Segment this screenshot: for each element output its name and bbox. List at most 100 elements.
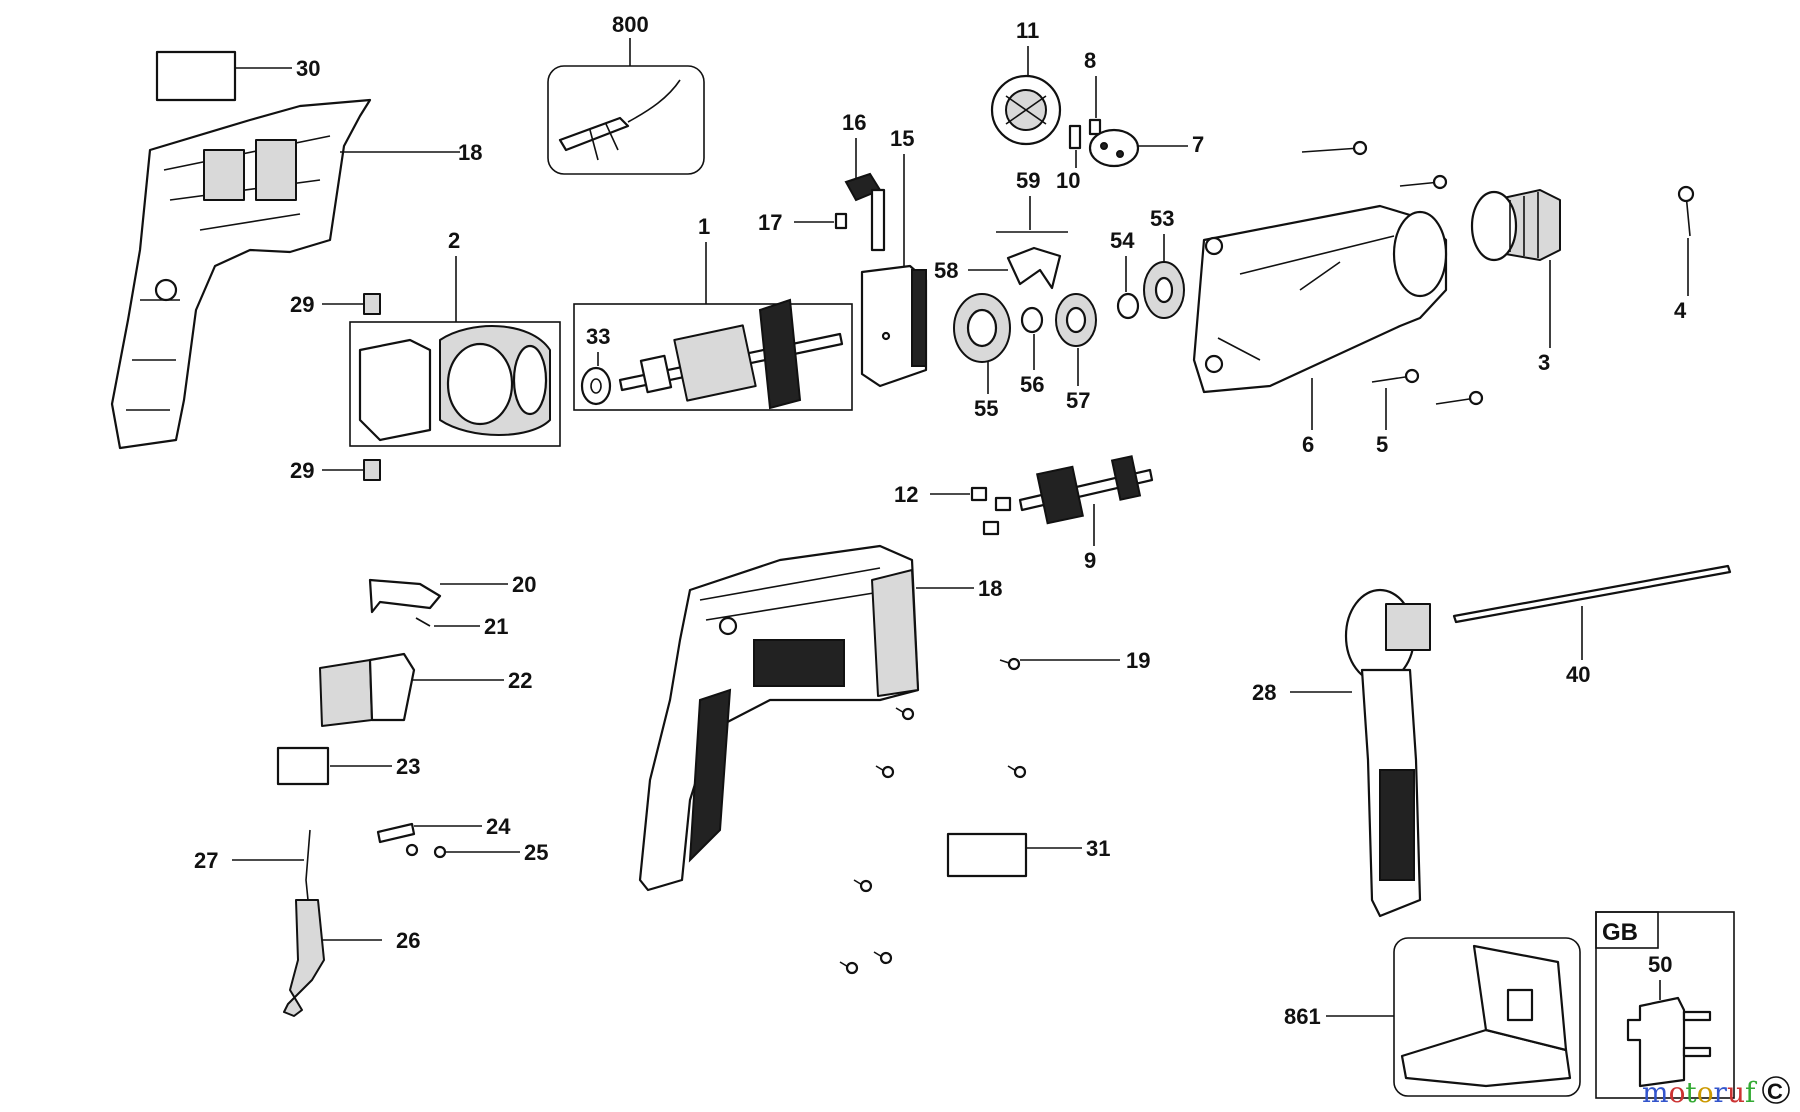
part-25-screws[interactable] (405, 843, 447, 859)
part-23-capacitor[interactable] (276, 746, 330, 786)
part-28-side-handle[interactable] (1344, 588, 1431, 918)
corner-mark-ring (1762, 1076, 1790, 1104)
callout-12: 12 (894, 482, 918, 507)
region-label-gb: GB (1602, 919, 1638, 946)
part-7-hole-b (1116, 150, 1124, 158)
callout-15: 15 (890, 126, 914, 151)
part-31-label[interactable] (946, 832, 1028, 878)
part-9-spindle[interactable] (1018, 455, 1154, 525)
part-57-gear[interactable] (1055, 293, 1097, 347)
part-11-clutch-ring[interactable] (990, 74, 1062, 146)
callout-53: 53 (1150, 206, 1174, 231)
part-17-screw[interactable] (834, 212, 848, 230)
part-29-brush-top[interactable] (363, 293, 381, 315)
part-12-pins[interactable] (970, 486, 1012, 536)
callout-800: 800 (612, 12, 649, 37)
part-24-cord-clamp[interactable] (376, 822, 416, 844)
callout-2: 2 (448, 228, 460, 253)
part-27-cord[interactable] (305, 829, 311, 901)
part-58-clip[interactable] (1006, 246, 1062, 290)
callout-23: 23 (396, 754, 420, 779)
part-10-pin[interactable] (1068, 124, 1082, 150)
callout-11: 11 (1016, 18, 1039, 43)
callout-18-top: 18 (458, 140, 482, 165)
part-29-brush-bottom[interactable] (363, 459, 381, 481)
region-gb-box: GB (1595, 911, 1735, 1099)
callout-54: 54 (1110, 228, 1135, 253)
corner-mark: C (1767, 1079, 1783, 1104)
part-7-hole-a (1100, 142, 1108, 150)
part-800-cable[interactable] (547, 65, 705, 175)
part-1-armature[interactable] (573, 298, 853, 411)
part-53-gear[interactable] (1143, 261, 1185, 319)
callout-19: 19 (1126, 648, 1150, 673)
callout-50: 50 (1648, 952, 1672, 977)
part-30-label[interactable] (155, 50, 237, 102)
part-33-bearing[interactable] (580, 366, 612, 406)
callout-22: 22 (508, 668, 532, 693)
callout-3: 3 (1538, 350, 1550, 375)
callout-58: 58 (934, 258, 958, 283)
callout-29-top: 29 (290, 292, 314, 317)
part-26-cord-sleeve[interactable] (283, 899, 325, 1017)
callout-30: 30 (296, 56, 320, 81)
callout-5: 5 (1376, 432, 1388, 457)
callout-1: 1 (698, 214, 710, 239)
part-2-stator-assembly[interactable] (349, 321, 561, 447)
part-8-pin[interactable] (1088, 118, 1102, 136)
callout-33: 33 (586, 324, 610, 349)
part-20-switch-slider[interactable] (368, 578, 442, 614)
callout-4: 4 (1674, 298, 1687, 323)
callout-55: 55 (974, 396, 998, 421)
part-7-plate[interactable] (1088, 128, 1140, 168)
watermark-letter-2: t (1685, 1076, 1697, 1109)
callout-31: 31 (1086, 836, 1110, 861)
callout-21: 21 (484, 614, 508, 639)
watermark-letter-3: o (1697, 1076, 1714, 1109)
part-861-carry-case[interactable] (1393, 937, 1581, 1097)
part-22-switch[interactable] (319, 652, 416, 727)
callout-27: 27 (194, 848, 218, 873)
part-6-gearbox-housing[interactable] (1192, 204, 1448, 394)
part-15-intermediate-plate[interactable] (860, 264, 928, 388)
callout-24: 24 (486, 814, 511, 839)
part-4-screw-head (1677, 185, 1695, 203)
callout-20: 20 (512, 572, 536, 597)
callout-26: 26 (396, 928, 420, 953)
callout-8: 8 (1084, 48, 1096, 73)
callout-861: 861 (1284, 1004, 1321, 1029)
part-3-chuck[interactable] (1470, 189, 1561, 262)
watermark-letter-1: o (1669, 1076, 1686, 1109)
callout-59: 59 (1016, 168, 1040, 193)
part-50-plug[interactable] (1626, 996, 1712, 1088)
watermark-letter-6: f (1745, 1076, 1758, 1109)
callout-40: 40 (1566, 662, 1590, 687)
callout-9: 9 (1084, 548, 1096, 573)
part-21-spring[interactable] (415, 617, 431, 627)
callout-10: 10 (1056, 168, 1080, 193)
callout-18-drill: 18 (978, 576, 1002, 601)
watermark-logo: motoruf (1642, 1076, 1758, 1109)
watermark-letter-0: m (1642, 1076, 1669, 1109)
callout-29-bottom: 29 (290, 458, 314, 483)
part-40-depth-rod[interactable] (1452, 564, 1732, 624)
part-18-housing-half[interactable] (110, 98, 372, 450)
part-55-gear[interactable] (953, 293, 1011, 363)
callout-16: 16 (842, 110, 866, 135)
part-5-screws[interactable] (1301, 140, 1484, 406)
part-56-spring[interactable] (1020, 306, 1044, 334)
callout-57: 57 (1066, 388, 1090, 413)
part-16-lever[interactable] (844, 172, 886, 252)
callout-6: 6 (1302, 432, 1314, 457)
part-18-drill-assembly[interactable] (638, 544, 920, 892)
part-19-screws[interactable] (839, 657, 1027, 975)
watermark-letter-4: r (1714, 1076, 1728, 1109)
part-33-bearing-hole (590, 378, 602, 394)
part-54-spring[interactable] (1116, 292, 1140, 320)
watermark-letter-5: u (1727, 1076, 1745, 1109)
callout-17: 17 (758, 210, 782, 235)
callout-28: 28 (1252, 680, 1276, 705)
callout-56: 56 (1020, 372, 1044, 397)
callout-25: 25 (524, 840, 548, 865)
